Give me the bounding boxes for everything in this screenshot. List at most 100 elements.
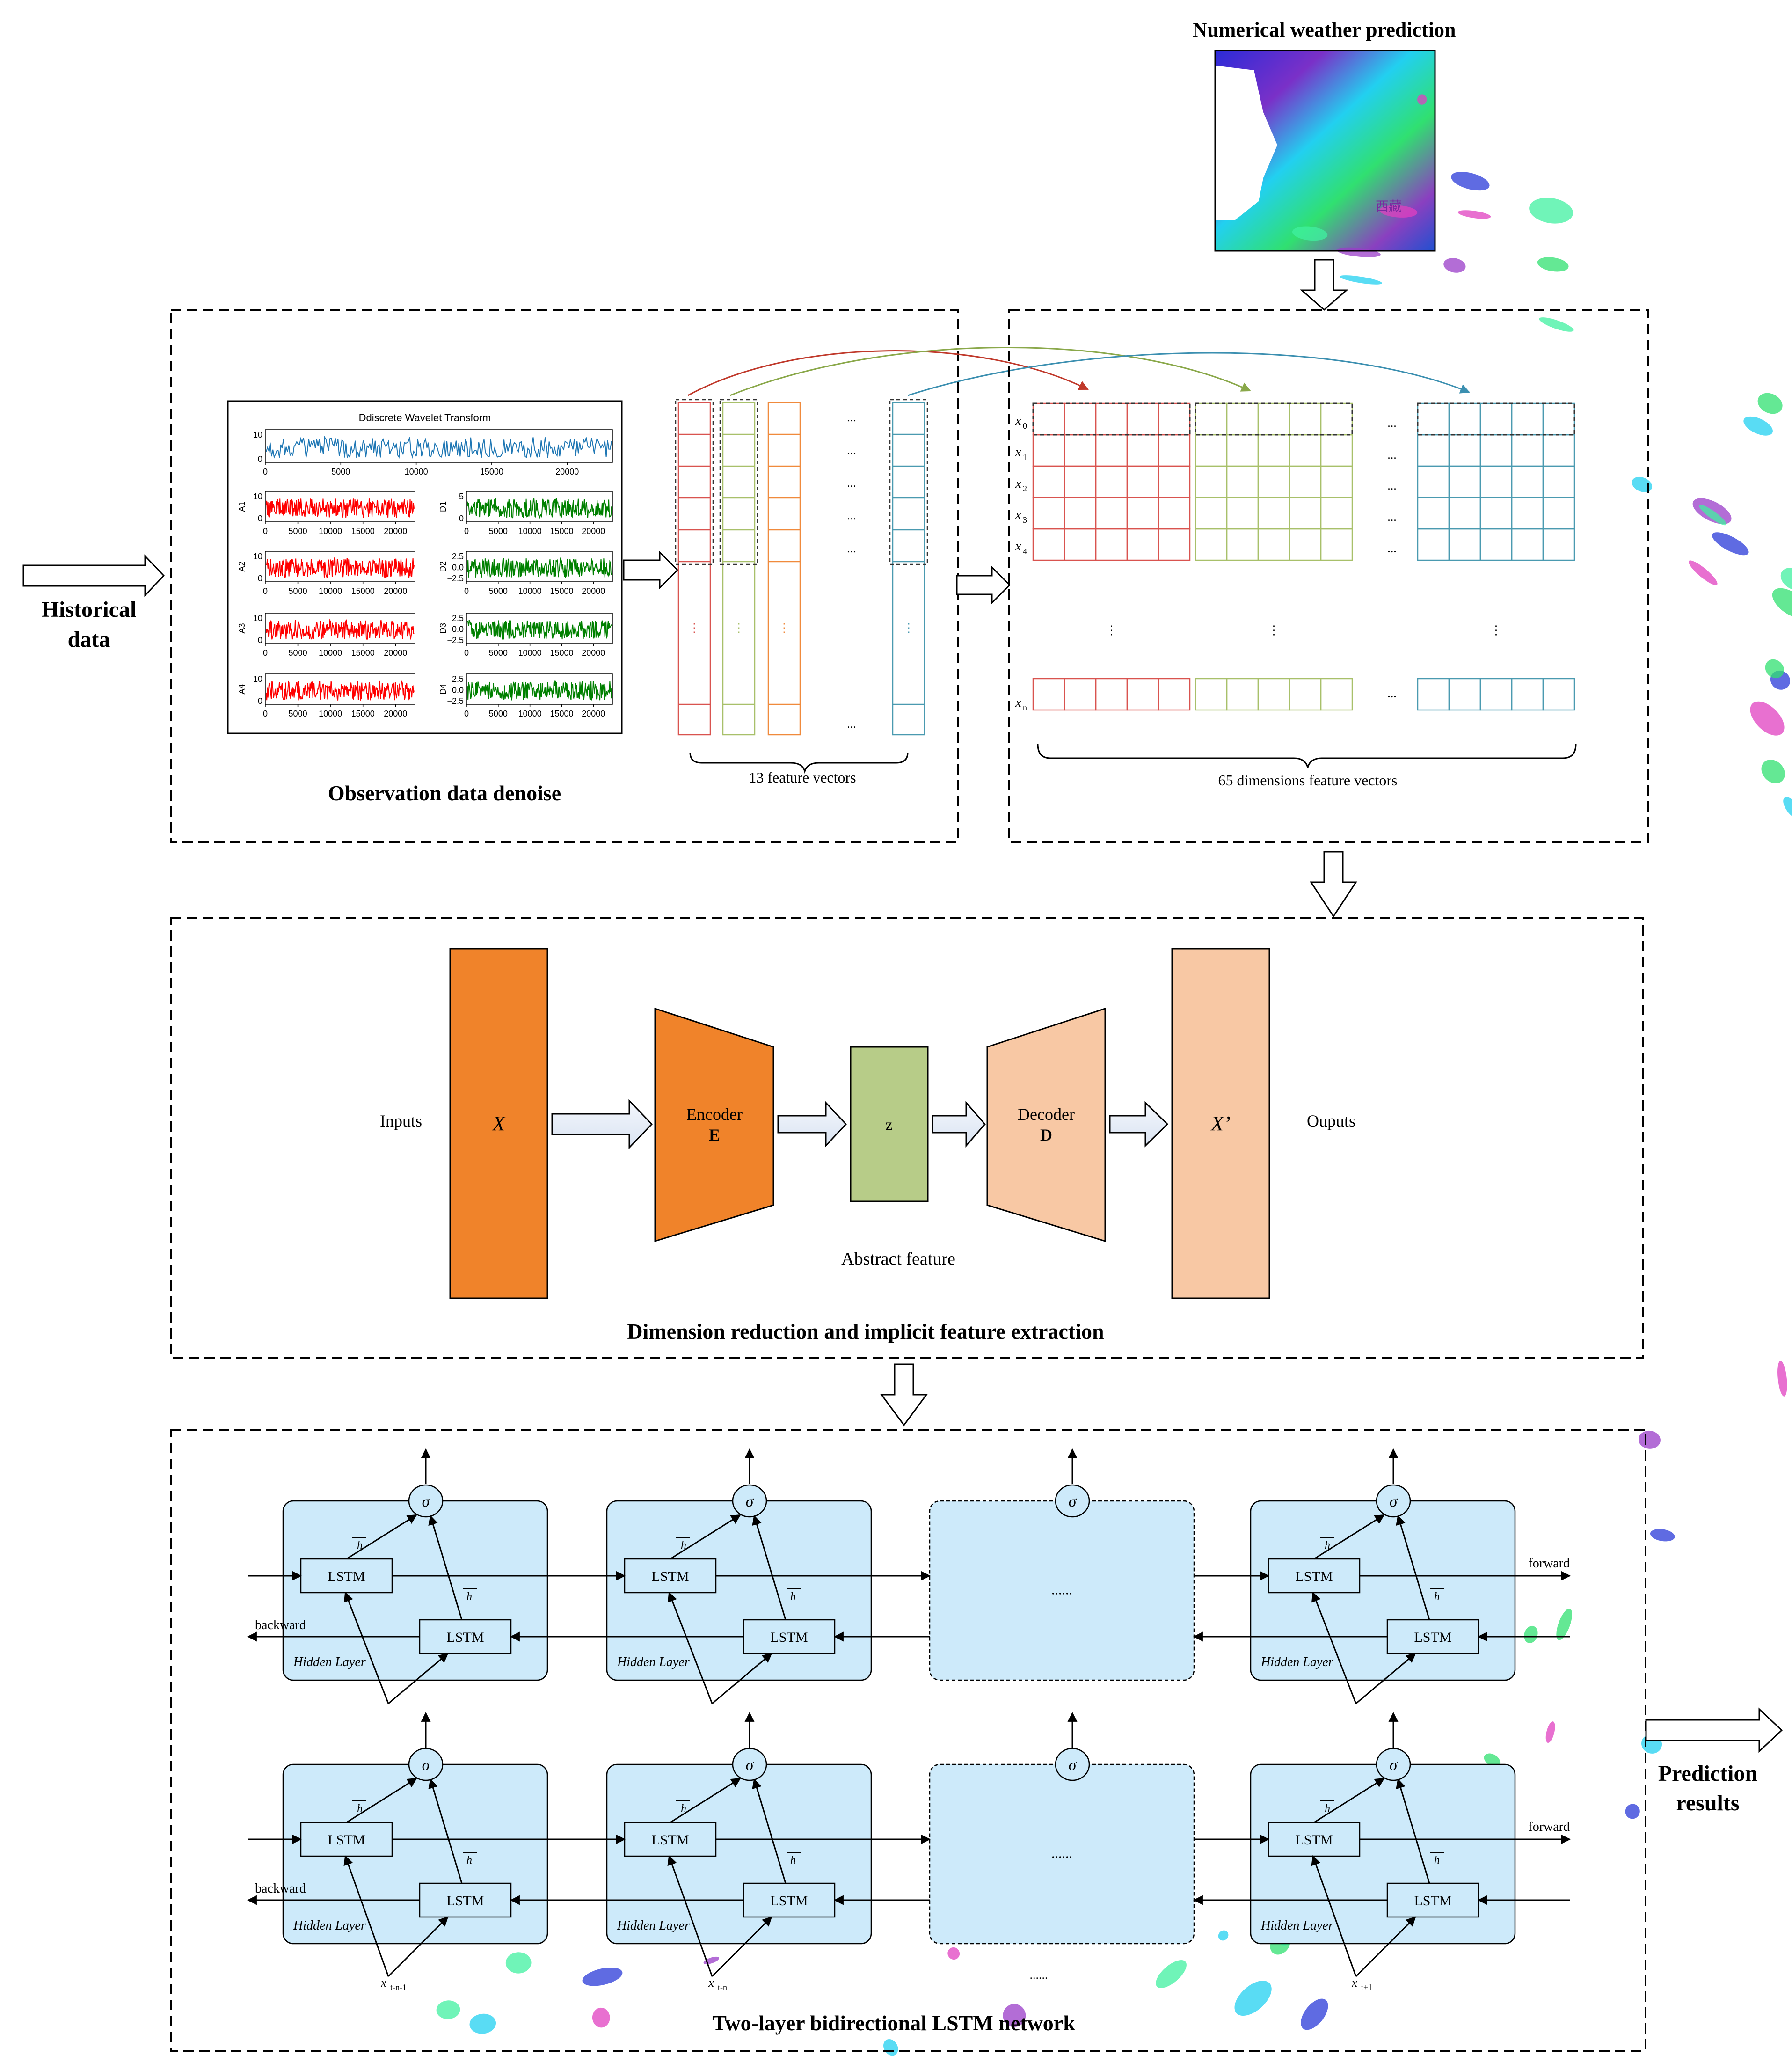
dwt-ytick: 0 bbox=[258, 696, 262, 706]
forward-label: forward bbox=[1528, 1820, 1570, 1834]
h-backward-label: h bbox=[466, 1591, 472, 1603]
nwp-title: Numerical weather prediction bbox=[1193, 18, 1456, 41]
dwt-ytick: 0.0 bbox=[452, 686, 464, 695]
denoise-title: Observation data denoise bbox=[328, 781, 561, 805]
row-label: x bbox=[1015, 508, 1021, 522]
decoder-label: Decoder bbox=[1018, 1105, 1075, 1124]
lstm-cell-label: LSTM bbox=[770, 1630, 808, 1645]
dwt-xtick: 0 bbox=[464, 709, 469, 718]
dwt-xtick: 20000 bbox=[582, 648, 605, 658]
lstm-cell-label: LSTM bbox=[1414, 1630, 1451, 1645]
lstm-backward-cell bbox=[743, 1882, 836, 1918]
dwt-xtick: 10000 bbox=[319, 586, 342, 596]
dwt-xtick: 10000 bbox=[518, 709, 542, 718]
dwt-xtick: 10000 bbox=[319, 648, 342, 658]
dwt-chart-title: Ddiscrete Wavelet Transform bbox=[359, 412, 491, 424]
dwt-xtick: 20000 bbox=[384, 709, 407, 718]
h-forward-label: h bbox=[1325, 1803, 1330, 1815]
dwt-ytick: 5 bbox=[459, 492, 464, 501]
hidden-layer-label: Hidden Layer bbox=[617, 1918, 690, 1933]
dwt-xtick: 0 bbox=[263, 648, 268, 658]
outputs-label: Ouputs bbox=[1307, 1112, 1355, 1130]
inputs-label: Inputs bbox=[380, 1112, 422, 1130]
dwt-xtick: 0 bbox=[263, 709, 268, 718]
dwt-ytick: 0.0 bbox=[452, 563, 464, 572]
lstm-dots: ...... bbox=[1051, 1846, 1072, 1861]
row-label: x bbox=[1015, 414, 1021, 428]
feature-column: ⋮ bbox=[767, 402, 801, 736]
dwt-xtick: 10000 bbox=[518, 586, 542, 596]
hidden-layer-label: Hidden Layer bbox=[1260, 1655, 1333, 1669]
dwt-ytick: 0.0 bbox=[452, 625, 464, 634]
lstm-cell-label: LSTM bbox=[1295, 1569, 1333, 1584]
svg-text:...: ... bbox=[1387, 448, 1397, 461]
dwt-xtick: 5000 bbox=[289, 527, 307, 536]
h-backward-label: h bbox=[790, 1854, 796, 1866]
sigma-label: σ bbox=[746, 1756, 754, 1774]
sigma-node bbox=[408, 1748, 444, 1781]
dwt-panel-label: D2 bbox=[438, 561, 448, 572]
dwt-xtick: 0 bbox=[464, 586, 469, 596]
prediction-label-2: results bbox=[1676, 1791, 1739, 1815]
down-arrow-65 bbox=[1310, 851, 1357, 918]
dwt-xtick: 20000 bbox=[582, 709, 605, 718]
sigma-node bbox=[732, 1748, 767, 1781]
latent-z-block bbox=[850, 1046, 929, 1202]
latent-z-label: z bbox=[885, 1116, 892, 1134]
svg-text:⋮: ⋮ bbox=[1106, 623, 1118, 637]
h-forward-label: h bbox=[357, 1803, 363, 1815]
sigma-label: σ bbox=[1069, 1493, 1077, 1510]
svg-text:...: ... bbox=[847, 541, 856, 555]
input-dots: ...... bbox=[1030, 1968, 1048, 1982]
row-label-sub: 4 bbox=[1023, 547, 1027, 556]
dwt-xtick: 5000 bbox=[489, 648, 508, 658]
dwt-ytick: 2.5 bbox=[452, 674, 464, 684]
svg-text:...: ... bbox=[847, 476, 856, 490]
dwt-panel-label: A4 bbox=[237, 684, 247, 694]
dwt-ytick: 10 bbox=[253, 430, 262, 439]
svg-text:...: ... bbox=[847, 717, 856, 731]
dwt-xtick: 5000 bbox=[289, 709, 307, 718]
hidden-layer-label: Hidden Layer bbox=[293, 1655, 366, 1669]
dwt-ytick: 10 bbox=[253, 552, 262, 561]
feature-grid-block: ⋮ bbox=[1195, 402, 1353, 711]
dwt-ytick: −2.5 bbox=[447, 696, 464, 706]
dwt-xtick: 5000 bbox=[489, 586, 508, 596]
dwt-xtick: 15000 bbox=[550, 586, 573, 596]
decoder-symbol: D bbox=[1040, 1126, 1052, 1144]
backward-label: backward bbox=[255, 1618, 306, 1632]
hidden-layer-label: Hidden Layer bbox=[617, 1655, 690, 1669]
sigma-label: σ bbox=[746, 1493, 754, 1510]
row-label-sub: 3 bbox=[1023, 515, 1027, 525]
feature-column: ⋮ bbox=[889, 399, 928, 736]
lstm-cell-label: LSTM bbox=[1414, 1893, 1451, 1909]
h-backward-label: h bbox=[790, 1591, 796, 1603]
decoder-block bbox=[986, 1007, 1106, 1243]
dwt-ytick: 0 bbox=[258, 514, 262, 523]
svg-text:...: ... bbox=[1387, 416, 1397, 430]
input-x-label: X bbox=[492, 1112, 506, 1135]
dwt-xtick: 20000 bbox=[582, 527, 605, 536]
feature-brace bbox=[689, 752, 909, 774]
dwt-ytick: 0 bbox=[459, 514, 464, 523]
sigma-node bbox=[1055, 1748, 1090, 1781]
arrow-decoder-xprime bbox=[1109, 1101, 1169, 1148]
input-x-t-sub: t-n-1 bbox=[390, 1983, 407, 1992]
dwt-xtick: 0 bbox=[263, 586, 268, 596]
h-forward-label: h bbox=[1325, 1539, 1330, 1551]
svg-text:⋮: ⋮ bbox=[1268, 623, 1280, 637]
dwt-panel-label: A1 bbox=[237, 501, 247, 512]
svg-text:...: ... bbox=[847, 410, 856, 424]
svg-text:...: ... bbox=[847, 509, 856, 522]
lstm-cell-label: LSTM bbox=[328, 1832, 365, 1848]
lstm-backward-cell bbox=[1386, 1882, 1479, 1918]
dwt-xtick: 20000 bbox=[384, 586, 407, 596]
svg-text:⋮: ⋮ bbox=[1490, 623, 1502, 637]
lstm-backward-cell bbox=[419, 1619, 512, 1654]
input-x-t: x bbox=[708, 1976, 714, 1990]
